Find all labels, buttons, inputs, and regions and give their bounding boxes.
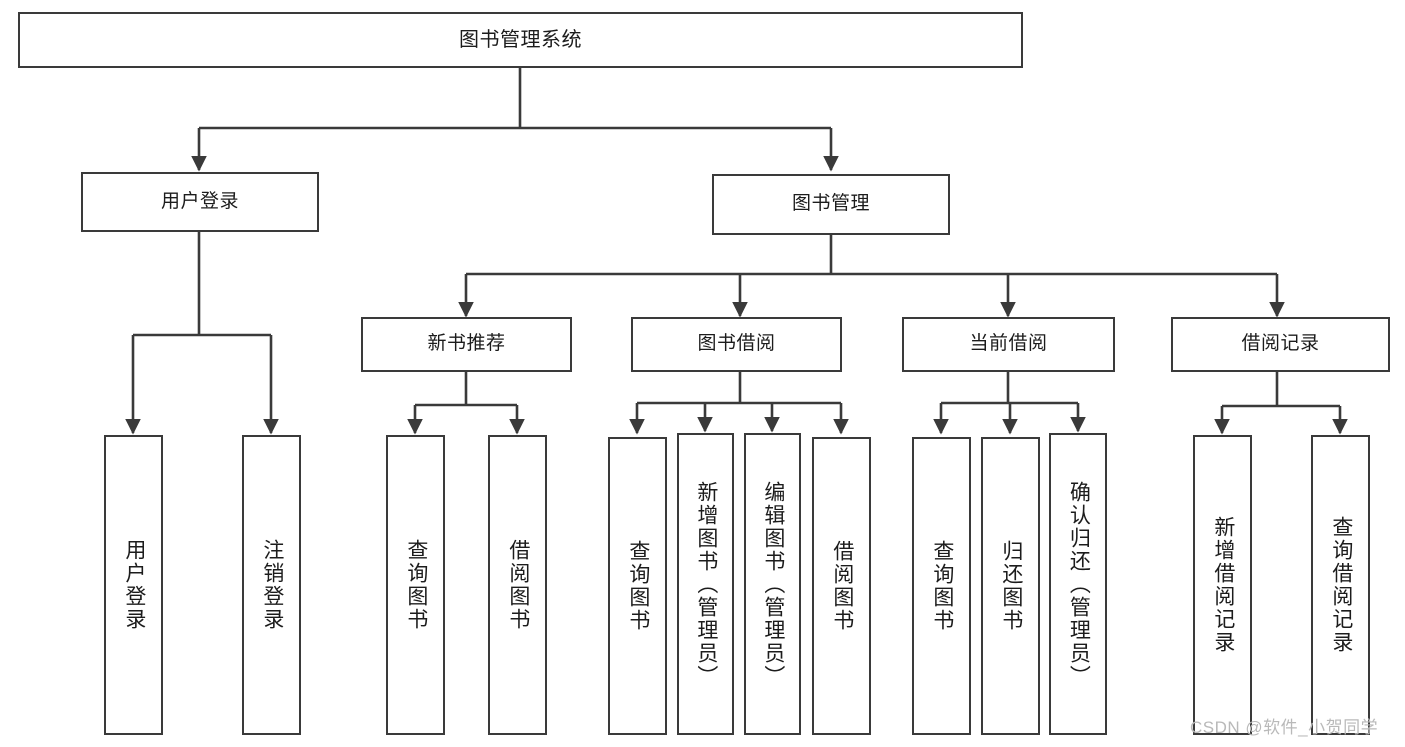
node-root-book-management-system[interactable]: 图书管理系统 [18, 12, 1023, 68]
node-label: 用户登录 [160, 190, 239, 212]
leaf-current-confirm-return-admin[interactable]: 确认归还（管理员） [1049, 433, 1107, 735]
node-label: 查询图书 [930, 540, 954, 632]
leaf-logout[interactable]: 注销登录 [242, 435, 301, 735]
node-label: 查询借阅记录 [1329, 516, 1353, 654]
node-label: 新书推荐 [427, 333, 506, 355]
node-label: 查询图书 [404, 539, 428, 631]
node-label: 借阅图书 [830, 540, 854, 632]
node-label: 注销登录 [260, 539, 284, 631]
node-current-borrow[interactable]: 当前借阅 [902, 317, 1115, 372]
leaf-borrow-query-book[interactable]: 查询图书 [608, 437, 667, 735]
leaf-borrow-borrow-book[interactable]: 借阅图书 [812, 437, 871, 735]
leaf-user-login[interactable]: 用户登录 [104, 435, 163, 735]
node-book-management[interactable]: 图书管理 [712, 174, 950, 235]
node-label: 图书管理 [791, 193, 870, 215]
leaf-current-return-book[interactable]: 归还图书 [981, 437, 1040, 735]
node-label: 借阅记录 [1241, 333, 1320, 355]
node-label: 新增借阅记录 [1211, 516, 1235, 654]
node-label: 当前借阅 [969, 333, 1048, 355]
leaf-borrow-add-book-admin[interactable]: 新增图书（管理员） [677, 433, 734, 735]
node-label: 新增图书（管理员） [694, 480, 718, 688]
node-label: 图书借阅 [697, 333, 776, 355]
leaf-borrow-edit-book-admin[interactable]: 编辑图书（管理员） [744, 433, 801, 735]
node-label: 借阅图书 [506, 539, 530, 631]
leaf-recommend-borrow-book[interactable]: 借阅图书 [488, 435, 547, 735]
leaf-current-query-book[interactable]: 查询图书 [912, 437, 971, 735]
leaf-record-query-record[interactable]: 查询借阅记录 [1311, 435, 1370, 735]
node-new-book-recommend[interactable]: 新书推荐 [361, 317, 572, 372]
node-label: 用户登录 [122, 539, 146, 631]
leaf-record-add-record[interactable]: 新增借阅记录 [1193, 435, 1252, 735]
node-borrow-record[interactable]: 借阅记录 [1171, 317, 1390, 372]
leaf-recommend-query-book[interactable]: 查询图书 [386, 435, 445, 735]
node-book-borrow[interactable]: 图书借阅 [631, 317, 842, 372]
node-label: 图书管理系统 [459, 29, 582, 51]
node-user-login[interactable]: 用户登录 [81, 172, 319, 232]
node-label: 归还图书 [999, 540, 1023, 632]
node-label: 确认归还（管理员） [1067, 480, 1091, 688]
node-label: 编辑图书（管理员） [761, 480, 785, 688]
node-label: 查询图书 [626, 540, 650, 632]
